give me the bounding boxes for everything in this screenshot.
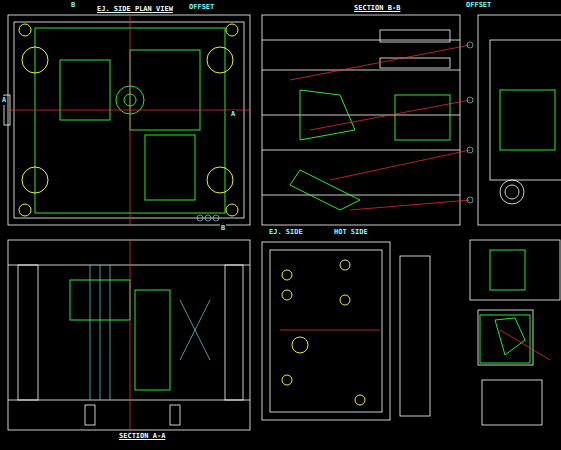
view-label: B [220,224,226,233]
view-label: EJ. SIDE PLAN VIEW [96,5,174,14]
view-label: HOT SIDE [333,228,369,237]
view-label: SECTION A-A [118,432,166,441]
view-label: OFFSET [465,1,492,10]
view-label: B [70,1,76,10]
view-label: OFFSET [188,3,215,12]
view-label: A [230,110,236,119]
view-label: SECTION B-B [353,4,401,13]
view-label: A [1,96,7,105]
view-label: EJ. SIDE [268,228,304,237]
